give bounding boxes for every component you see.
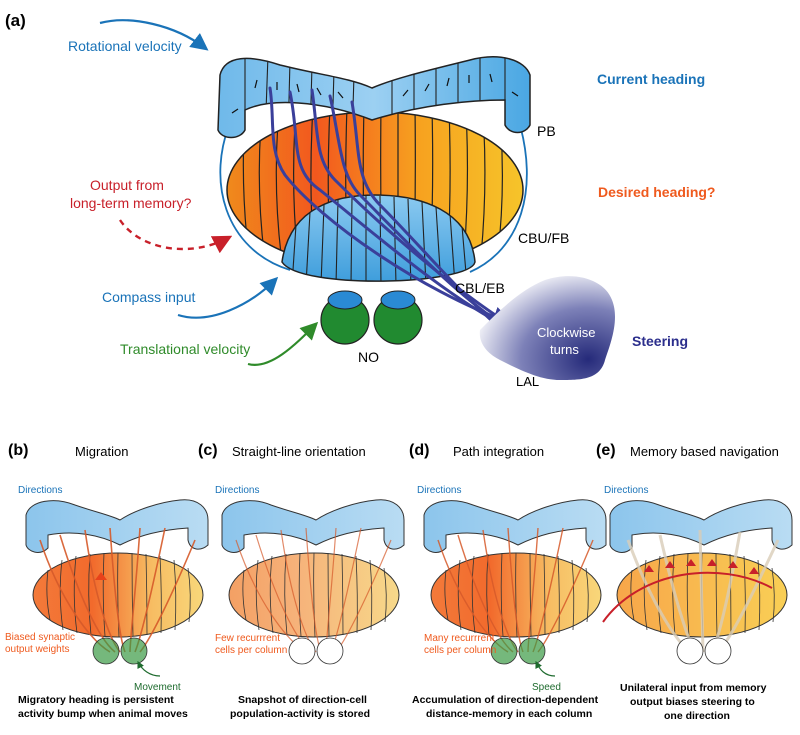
panel-b-note-line-2: output weights <box>5 644 70 655</box>
panel-d-caption-2: distance-memory in each column <box>426 708 592 720</box>
desired-heading-label: Desired heading? <box>598 184 715 200</box>
current-heading-label: Current heading <box>597 71 705 87</box>
panel-b-note-2: Movement <box>134 682 181 693</box>
panel-e-caption-1: Unilateral input from memory <box>620 682 767 694</box>
panel-c-title: Straight-line orientation <box>232 444 366 459</box>
panel-d: (d) Path integration Directions Many rec… <box>409 442 607 720</box>
panel-b: (b) Migration Directions Biased synaptic… <box>5 442 209 720</box>
panel-c-directions: Directions <box>215 485 259 496</box>
panel-b-caption-2: activity bump when animal moves <box>18 708 188 720</box>
translational-velocity-arrow <box>247 321 319 366</box>
panel-b-note-line-1: Biased synaptic <box>5 632 75 643</box>
panel-a-tag: (a) <box>5 11 26 30</box>
pb-left-loop <box>219 117 291 271</box>
panel-c-caption-2: population-activity is stored <box>230 708 370 720</box>
panel-d-note-2: Speed <box>532 682 561 693</box>
panel-e-memory-input <box>602 571 773 623</box>
panel-b-tag: (b) <box>8 442 28 459</box>
panel-e: (e) Memory based navigation Directions U… <box>596 442 793 722</box>
panel-c-note-line-2: cells per column <box>215 645 287 656</box>
cbl-eb-label: CBL/EB <box>455 280 505 296</box>
rotational-velocity-arrow <box>99 19 209 51</box>
pb-right-loop <box>469 117 528 273</box>
compass-input-label: Compass input <box>102 289 195 305</box>
translational-velocity-label: Translational velocity <box>120 341 250 357</box>
panel-c-caption-1: Snapshot of direction-cell <box>238 694 367 706</box>
noduli <box>320 290 423 345</box>
panel-d-directions: Directions <box>417 485 461 496</box>
pb-label: PB <box>537 123 556 139</box>
protocerebral-bridge <box>217 56 531 139</box>
panel-e-directions: Directions <box>604 485 648 496</box>
rotational-velocity-label: Rotational velocity <box>68 38 182 54</box>
no-label: NO <box>358 349 379 365</box>
compass-input-arrow <box>177 276 279 319</box>
panel-c-tag: (c) <box>198 442 218 459</box>
panel-b-directions: Directions <box>18 485 62 496</box>
panel-e-caption-3: one direction <box>664 710 730 722</box>
output-memory-label-1: Output from <box>90 177 164 193</box>
output-memory-arrow <box>119 219 233 254</box>
panel-c-note-line-1: Few recurrrent <box>215 633 280 644</box>
output-memory-label-2: long-term memory? <box>70 195 192 211</box>
cbu-fb-label: CBU/FB <box>518 230 569 246</box>
panel-d-caption-1: Accumulation of direction-dependent <box>412 694 599 706</box>
panel-d-title: Path integration <box>453 444 544 459</box>
panel-b-caption-1: Migratory heading is persistent <box>18 694 174 706</box>
panel-e-tag: (e) <box>596 442 616 459</box>
steering-fibers <box>268 86 520 342</box>
steering-label: Steering <box>632 333 688 349</box>
clockwise-label-1: Clockwise <box>537 325 596 340</box>
panel-b-title: Migration <box>75 444 128 459</box>
panel-c: (c) Straight-line orientation Directions… <box>198 442 405 720</box>
panel-e-caption-2: output biases steering to <box>630 696 755 708</box>
panel-e-title: Memory based navigation <box>630 444 779 459</box>
panel-d-note-line-1: Many recurrrent <box>424 633 495 644</box>
panel-d-note-line-2: cells per column <box>424 645 496 656</box>
panel-d-tag: (d) <box>409 442 429 459</box>
lal-label: LAL <box>516 374 539 389</box>
lateral-accessory-lobe <box>479 276 615 380</box>
clockwise-label-2: turns <box>550 342 579 357</box>
